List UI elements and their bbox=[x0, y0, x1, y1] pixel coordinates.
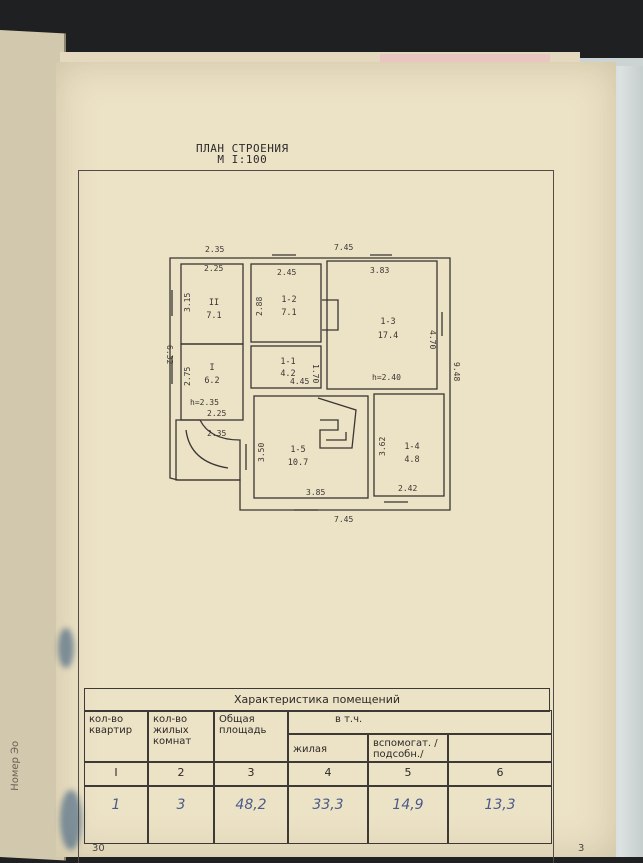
table-title: Характеристика помещений bbox=[84, 688, 550, 712]
dim-label: 9.48 bbox=[452, 362, 461, 381]
ink-stain bbox=[58, 628, 74, 668]
room-id: 1-2 bbox=[281, 295, 296, 305]
plan-title-line1: ПЛАН СТРОЕНИЯ bbox=[196, 142, 289, 155]
room-area: 4.8 bbox=[404, 455, 419, 465]
pink-paper-edge bbox=[380, 54, 550, 64]
dim-label: 2.42 bbox=[398, 484, 417, 493]
room-id: 1-4 bbox=[404, 442, 419, 452]
room-id: 1-5 bbox=[290, 445, 305, 455]
room-id: 1-1 bbox=[280, 357, 295, 367]
room-id: I bbox=[209, 363, 214, 373]
dim-label: 3.15 bbox=[183, 293, 192, 312]
room-area: 17.4 bbox=[378, 331, 398, 341]
dim-label: 6.32 bbox=[165, 345, 174, 364]
dim-label: 1.70 bbox=[311, 364, 320, 383]
value-zhilaya: 33,3 bbox=[288, 786, 368, 844]
column-number: 4 bbox=[288, 762, 368, 786]
dim-label: 3.83 bbox=[370, 266, 389, 275]
room-1-5-outline bbox=[253, 395, 369, 499]
header-kvartir: кол-во квартир bbox=[84, 710, 148, 762]
header-empty bbox=[448, 734, 552, 762]
room-1-1-outline bbox=[250, 345, 322, 389]
dim-label: 2.35 bbox=[205, 245, 224, 254]
value-obshaya: 48,2 bbox=[214, 786, 288, 844]
plan-scale: М I:100 bbox=[217, 153, 268, 166]
dim-label: 7.45 bbox=[334, 515, 353, 524]
column-number: 3 bbox=[214, 762, 288, 786]
room-area: 7.1 bbox=[281, 308, 296, 318]
value-vspomog: 14,9 bbox=[368, 786, 448, 844]
room-I-outline bbox=[180, 343, 244, 421]
dim-label: 4.45 bbox=[290, 377, 309, 386]
room-id: 1-3 bbox=[380, 317, 395, 327]
document-page bbox=[56, 62, 616, 857]
column-number: 5 bbox=[368, 762, 448, 786]
column-number: I bbox=[84, 762, 148, 786]
room-1-4-outline bbox=[373, 393, 445, 497]
room-area: 6.2 bbox=[204, 376, 219, 386]
room-id: II bbox=[209, 298, 219, 308]
ink-stain bbox=[60, 790, 82, 850]
staircase bbox=[317, 397, 357, 449]
dim-label: 2.45 bbox=[277, 268, 296, 277]
page-number-left: 30 bbox=[92, 843, 105, 854]
outer-wall bbox=[169, 257, 451, 511]
room-area: 10.7 bbox=[288, 458, 308, 468]
room-area: 4.2 bbox=[280, 369, 295, 379]
drawing-frame bbox=[78, 170, 554, 863]
dim-label: 3.85 bbox=[306, 488, 325, 497]
header-zhilaya: жилая bbox=[288, 734, 368, 762]
room-area: 7.1 bbox=[206, 311, 221, 321]
value-kvartir: 1 bbox=[84, 786, 148, 844]
stair-step bbox=[326, 432, 347, 441]
column-number: 6 bbox=[448, 762, 552, 786]
header-vspomog: вспомогат. /подсобн./ bbox=[368, 734, 448, 762]
page-number-right: 3 bbox=[578, 843, 585, 854]
plan-title: ПЛАН СТРОЕНИЯ М I:100 bbox=[196, 143, 289, 165]
dim-label: 2.25 bbox=[204, 264, 223, 273]
dim-label: 2.35 bbox=[207, 429, 226, 438]
room-1-2-outline bbox=[250, 263, 322, 343]
column-number: 2 bbox=[148, 762, 214, 786]
dim-label: 3.50 bbox=[257, 443, 266, 462]
porch-arc bbox=[175, 419, 241, 481]
wall-notch bbox=[322, 299, 339, 331]
dim-label: 2.75 bbox=[183, 367, 192, 386]
dim-label: 2.88 bbox=[255, 297, 264, 316]
dim-label: 3.62 bbox=[378, 437, 387, 456]
header-obshaya: Общая площадь bbox=[214, 710, 288, 762]
dim-label: 4.70 bbox=[428, 330, 437, 349]
value-zhilyh: 3 bbox=[148, 786, 214, 844]
dim-label: 2.25 bbox=[207, 409, 226, 418]
room-1-3-outline bbox=[326, 260, 438, 390]
dim-label: 7.45 bbox=[334, 243, 353, 252]
porch-inner bbox=[185, 429, 229, 469]
height-label: h=2.35 bbox=[190, 398, 219, 407]
value-col6: 13,3 bbox=[448, 786, 552, 844]
header-zhilyh: кол-во жилых комнат bbox=[148, 710, 214, 762]
height-label: h=2.40 bbox=[372, 373, 401, 382]
header-vtch: в т.ч. bbox=[288, 710, 552, 734]
